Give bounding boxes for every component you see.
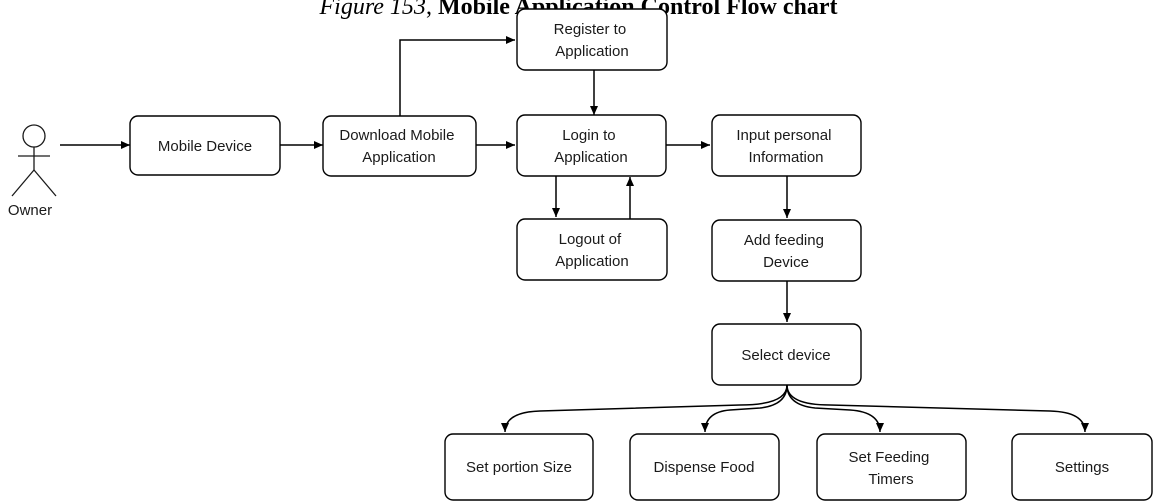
- node-input-info: Input personal Information: [711, 114, 862, 177]
- node-logout-label-2: Application: [555, 253, 628, 270]
- figure-number: Figure 153: [319, 0, 426, 20]
- node-download-app-label-2: Application: [362, 149, 435, 166]
- node-register-label-2: Application: [555, 43, 628, 60]
- node-mobile-device-label: Mobile Device: [158, 138, 252, 155]
- svg-text:Settings: Settings: [1055, 459, 1109, 476]
- svg-text:Download Mobile Applicat: Download Mobile Application: [339, 127, 458, 166]
- node-mobile-device: Mobile Device: [129, 115, 281, 176]
- node-select-device: Select device: [711, 323, 862, 386]
- owner-actor-icon: [11, 124, 57, 197]
- node-settings-label: Settings: [1055, 459, 1109, 476]
- node-logout: Logout of Application: [516, 218, 668, 281]
- svg-text:Dispense Food: Dispense Food: [654, 459, 755, 476]
- node-set-timers-label-1: Set Feeding: [848, 449, 929, 466]
- edge-select-to-timers: [786, 384, 884, 433]
- svg-text:Add feeding Device: Add feeding Device: [744, 232, 828, 271]
- edge-select-to-settings: [786, 384, 1089, 433]
- node-login-label-2: Application: [554, 149, 627, 166]
- edge-download-to-register: [399, 36, 515, 117]
- svg-text:Register to Application: Register to Application: [554, 21, 631, 60]
- svg-text:Mobile Device: Mobile Device: [158, 138, 252, 155]
- node-set-timers-label-2: Timers: [868, 471, 913, 488]
- node-set-portion-label: Set portion Size: [466, 459, 572, 476]
- node-input-info-label-1: Input personal: [736, 127, 831, 144]
- owner-label: Owner: [8, 202, 52, 219]
- node-select-device-label: Select device: [741, 347, 830, 364]
- node-download-app: Download Mobile Application: [322, 115, 477, 177]
- edge-select-to-portion: [501, 384, 788, 433]
- node-set-timers: Set Feeding Timers: [816, 433, 967, 501]
- node-input-info-label-2: Information: [748, 149, 823, 166]
- svg-text:Set Feeding Timers: Set Feeding Timers: [848, 449, 933, 488]
- node-login: Login to Application: [516, 114, 667, 177]
- node-logout-label-1: Logout of: [559, 231, 622, 248]
- svg-text:Login to Application: Login to Application: [554, 127, 627, 166]
- node-set-portion: Set portion Size: [444, 433, 594, 501]
- svg-text:Select device: Select device: [741, 347, 830, 364]
- edge-select-to-dispense: [701, 384, 788, 433]
- node-settings: Settings: [1011, 433, 1153, 501]
- edges: [60, 36, 1089, 433]
- svg-text:Logout of Application: Logout of Application: [555, 231, 628, 270]
- node-dispense-food-label: Dispense Food: [654, 459, 755, 476]
- node-login-label-1: Login to: [562, 127, 615, 144]
- svg-text:Input personal Informati: Input personal Information: [736, 127, 835, 166]
- node-download-app-label-1: Download Mobile: [339, 127, 454, 144]
- node-dispense-food: Dispense Food: [629, 433, 780, 501]
- node-register: Register to Application: [516, 8, 668, 71]
- node-add-device: Add feeding Device: [711, 219, 862, 282]
- node-add-device-label-2: Device: [763, 254, 809, 271]
- node-register-label-1: Register to: [554, 21, 627, 38]
- svg-text:Set portion Size: Set portion Size: [466, 459, 572, 476]
- node-add-device-label-1: Add feeding: [744, 232, 824, 249]
